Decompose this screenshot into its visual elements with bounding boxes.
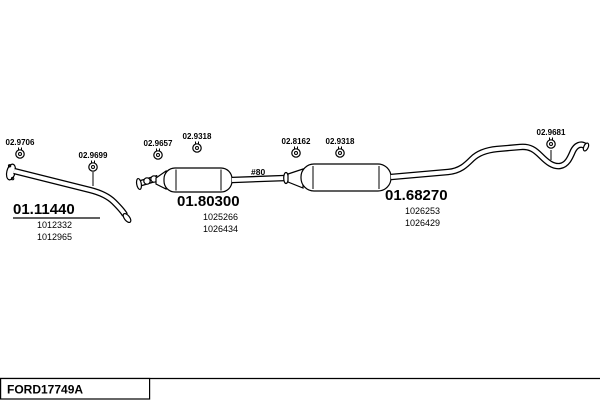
rear-muffler-inlet-cone xyxy=(287,168,304,189)
hardware-label: 02.9318 xyxy=(183,132,212,141)
hanger-icon-4 xyxy=(546,137,556,149)
front-pipe xyxy=(13,167,132,223)
hardware-label: 02.9706 xyxy=(6,138,35,147)
hanger-icon-3 xyxy=(291,146,301,158)
clamp-icon-2 xyxy=(192,141,202,153)
clamp-icon-3 xyxy=(335,146,345,158)
tailpipe-opening xyxy=(582,142,590,152)
assembly-number-center: 01.80300 xyxy=(177,193,240,210)
hardware-label: 02.9699 xyxy=(79,151,108,160)
pipe-size-label: #80 xyxy=(251,167,265,177)
oe-number: 1012332 xyxy=(37,220,72,230)
muffler-inlet-cone xyxy=(155,169,167,190)
hardware-label: 02.9657 xyxy=(144,139,173,148)
oe-number: 1026429 xyxy=(405,218,440,228)
hanger-icon-1 xyxy=(15,147,25,159)
oe-number: 1026434 xyxy=(203,224,238,234)
oe-number: 1026253 xyxy=(405,206,440,216)
hanger-icon-2 xyxy=(88,160,98,172)
assembly-number-front-pipe: 01.11440 xyxy=(13,201,75,218)
assembly-number-rear: 01.68270 xyxy=(385,187,448,204)
drawing-code-box xyxy=(0,377,151,400)
rear-assembly xyxy=(283,141,590,192)
hardware-label: 02.9318 xyxy=(326,137,355,146)
center-inlet-flange xyxy=(135,177,143,191)
hardware-label: 02.8162 xyxy=(282,137,311,146)
center-assembly xyxy=(135,167,287,193)
clamp-icon-1 xyxy=(153,148,163,160)
oe-number: 1025266 xyxy=(203,212,238,222)
rear-muffler xyxy=(300,163,392,192)
hardware-label: 02.9681 xyxy=(537,128,566,137)
front-muffler xyxy=(163,167,233,193)
oe-number: 1012965 xyxy=(37,232,72,242)
drawing-code: FORD17749A xyxy=(7,383,83,397)
front-pipe-end-flange xyxy=(122,213,132,223)
flex-joint-ring xyxy=(143,177,151,185)
